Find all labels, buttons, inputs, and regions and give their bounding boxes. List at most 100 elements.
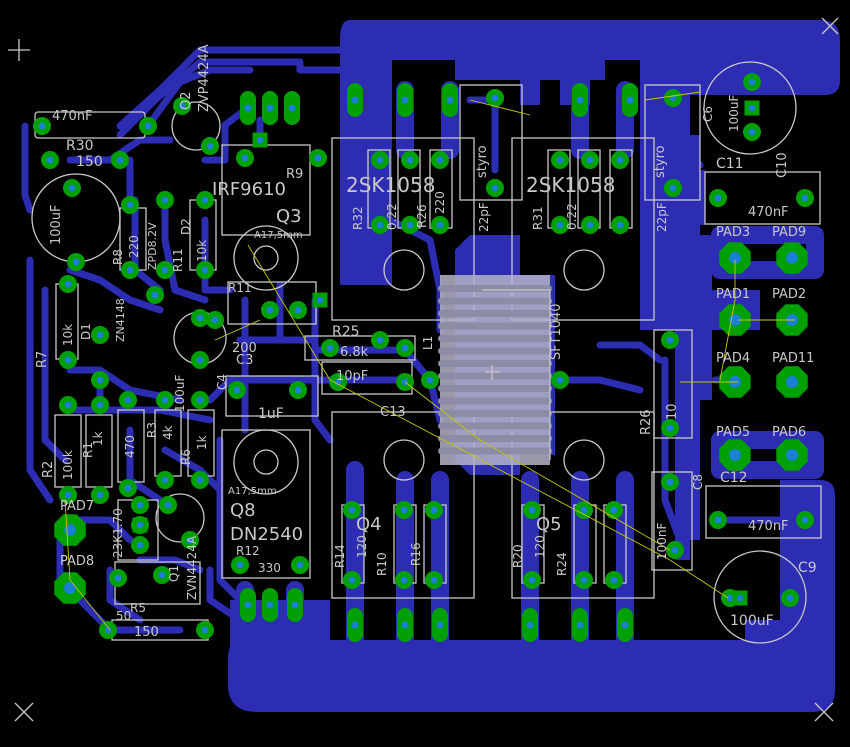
pin1-pad xyxy=(252,132,268,148)
round-pad xyxy=(119,391,137,409)
terminal-pad xyxy=(54,514,86,546)
round-pad xyxy=(146,286,164,304)
round-pad xyxy=(191,309,209,327)
round-pad xyxy=(371,151,389,169)
label-c13: C13 xyxy=(380,405,406,420)
label-r6: R6 xyxy=(179,449,193,465)
label-r14v: 120 xyxy=(355,535,369,558)
round-pad xyxy=(611,151,629,169)
round-pad xyxy=(191,391,209,409)
transistor-pad xyxy=(347,83,363,117)
round-pad xyxy=(67,253,85,271)
label-d1: D1 xyxy=(79,323,93,340)
round-pad xyxy=(551,216,569,234)
round-pad xyxy=(796,189,814,207)
transistor-pad xyxy=(284,91,300,125)
round-pad xyxy=(131,536,149,554)
round-pad xyxy=(551,371,569,389)
label-v200: 200 xyxy=(232,341,257,356)
coil-winding xyxy=(438,435,552,442)
origin-crosshair xyxy=(8,39,30,61)
label-c100b: 100uF xyxy=(173,374,187,412)
label-q1: Q1 xyxy=(167,565,181,582)
output-rail xyxy=(640,235,760,560)
transistor-pad xyxy=(262,91,278,125)
terminal-pad xyxy=(54,572,86,604)
round-pad xyxy=(206,311,224,329)
label-r11c: R11 xyxy=(228,281,252,295)
transistor-pad xyxy=(347,608,363,642)
label-zd: ZPD8.2V xyxy=(146,222,159,270)
round-pad xyxy=(59,396,77,414)
label-styro1: styro xyxy=(475,145,490,178)
round-pad xyxy=(486,89,504,107)
label-d2: D2 xyxy=(179,218,193,235)
label-c8: C8 xyxy=(691,474,705,490)
round-pad xyxy=(309,149,327,167)
transistor-pad xyxy=(572,83,588,117)
label-r24: R24 xyxy=(555,552,569,576)
label-c1uf: 1uF xyxy=(258,406,284,422)
round-pad xyxy=(131,496,149,514)
round-pad xyxy=(551,151,569,169)
label-c11: C11 xyxy=(716,156,744,172)
label-pad11: PAD11 xyxy=(772,351,814,366)
round-pad xyxy=(395,501,413,519)
label-q8: Q8 xyxy=(230,500,256,521)
round-pad xyxy=(581,216,599,234)
label-l1: L1 xyxy=(421,336,435,350)
round-pad xyxy=(156,391,174,409)
label-q2t: ZVP4424A xyxy=(197,44,212,112)
label-r20v: 120 xyxy=(533,535,547,558)
label-styro2: styro xyxy=(653,145,668,178)
transistor-pad xyxy=(617,608,633,642)
label-r26: R26 xyxy=(639,409,654,435)
round-pad xyxy=(156,261,174,279)
round-pad xyxy=(91,396,109,414)
round-pad xyxy=(191,471,209,489)
label-v022b: 0.22 xyxy=(565,203,579,230)
round-pad xyxy=(661,419,679,437)
inductor-l1 xyxy=(438,275,552,465)
round-pad xyxy=(781,589,799,607)
transistor-pad xyxy=(572,608,588,642)
round-pad xyxy=(91,371,109,389)
coil-winding xyxy=(438,297,552,305)
label-sk2: 2SK1058 xyxy=(526,173,615,197)
label-p22b: 22pF xyxy=(655,202,669,232)
round-pad xyxy=(91,486,109,504)
transistor-pad xyxy=(397,83,413,117)
label-r30: R30 xyxy=(66,138,94,154)
transistor-pad xyxy=(432,608,448,642)
coil-winding xyxy=(438,322,552,330)
round-pad xyxy=(421,371,439,389)
round-pad xyxy=(343,571,361,589)
round-pad xyxy=(59,351,77,369)
label-r3: R3 xyxy=(145,422,159,438)
coil-winding xyxy=(438,372,552,380)
label-q3: Q3 xyxy=(276,206,302,227)
label-r5: R5 xyxy=(130,601,146,615)
round-pad xyxy=(401,216,419,234)
label-r30v: 150 xyxy=(76,154,103,170)
round-pad xyxy=(709,189,727,207)
label-pad2: PAD2 xyxy=(772,287,806,302)
label-q5: Q5 xyxy=(536,514,562,535)
round-pad xyxy=(661,473,679,491)
label-a175b: A17,5mm xyxy=(228,486,277,497)
round-pad xyxy=(33,117,51,135)
label-c8v: 100nF xyxy=(655,522,669,560)
transistor-pad xyxy=(262,588,278,622)
round-pad xyxy=(111,151,129,169)
round-pad xyxy=(201,137,219,155)
label-r30x: C10 xyxy=(775,152,790,178)
label-c3: C3 xyxy=(236,353,253,368)
label-c9: C9 xyxy=(798,560,817,576)
round-pad xyxy=(523,571,541,589)
round-pad xyxy=(709,511,727,529)
coil-winding xyxy=(438,335,552,342)
label-q4: Q4 xyxy=(356,514,382,535)
label-c470: 470nF xyxy=(52,109,93,124)
label-r8: R8 xyxy=(111,249,125,265)
label-r2v: 100k xyxy=(61,450,75,480)
